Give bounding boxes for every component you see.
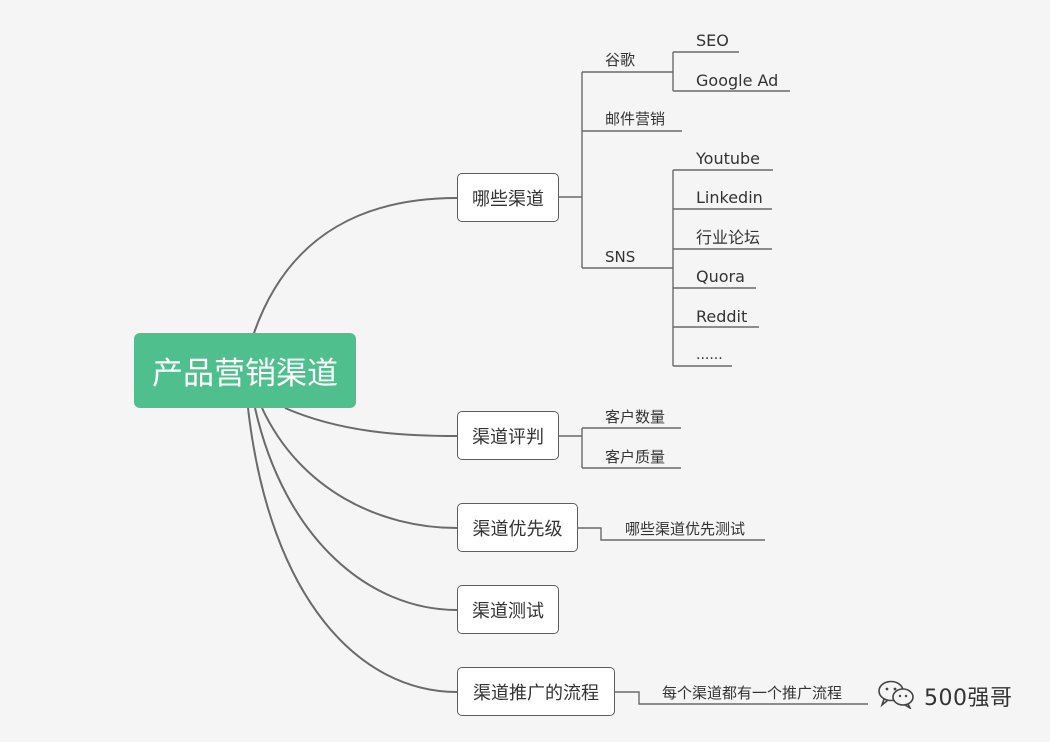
root-node[interactable]: 产品营销渠道: [134, 333, 356, 408]
topic-google-ad[interactable]: Google Ad: [696, 71, 779, 90]
connector-root-to-branch-4: [254, 407, 458, 611]
topic-sns[interactable]: SNS: [605, 248, 636, 266]
topic-email-marketing[interactable]: 邮件营销: [605, 110, 666, 128]
topic-reddit[interactable]: Reddit: [696, 307, 748, 326]
topic-linkedin[interactable]: Linkedin: [696, 188, 763, 207]
connector-root-to-branch-2: [284, 407, 458, 437]
topic-industry-forum[interactable]: 行业论坛: [696, 228, 761, 247]
connector-sns-leaves: [673, 169, 773, 367]
branch-node-testing[interactable]: 渠道测试: [457, 585, 559, 634]
topic-promotion-process[interactable]: 每个渠道都有一个推广流程: [662, 684, 843, 702]
topic-youtube[interactable]: Youtube: [696, 149, 760, 168]
watermark: 500强哥: [876, 679, 1013, 713]
branch-node-evaluation[interactable]: 渠道评判: [457, 411, 559, 460]
branch-node-priority[interactable]: 渠道优先级: [457, 503, 578, 552]
wechat-icon: [876, 679, 916, 713]
topic-quora[interactable]: Quora: [696, 267, 745, 286]
topic-customer-quality[interactable]: 客户质量: [605, 448, 666, 466]
watermark-text: 500强哥: [924, 686, 1013, 711]
connector-root-to-branch-5: [247, 407, 458, 693]
connector-root-to-branch-1: [253, 197, 458, 334]
connector-branch-5: [615, 691, 868, 705]
connector-branch-2: [559, 427, 681, 469]
topic-more[interactable]: ......: [696, 347, 723, 363]
branch-node-channels[interactable]: 哪些渠道: [457, 173, 559, 222]
topic-google[interactable]: 谷歌: [605, 51, 636, 69]
topic-priority-testing[interactable]: 哪些渠道优先测试: [625, 520, 746, 538]
branch-node-process[interactable]: 渠道推广的流程: [457, 667, 615, 716]
connector-root-to-branch-3: [261, 407, 458, 529]
connector-guge-spine: [672, 51, 790, 92]
topic-seo[interactable]: SEO: [696, 31, 729, 50]
connector-guge: [582, 71, 682, 269]
connector-branch-3: [578, 527, 765, 541]
topic-customer-count[interactable]: 客户数量: [605, 408, 666, 426]
